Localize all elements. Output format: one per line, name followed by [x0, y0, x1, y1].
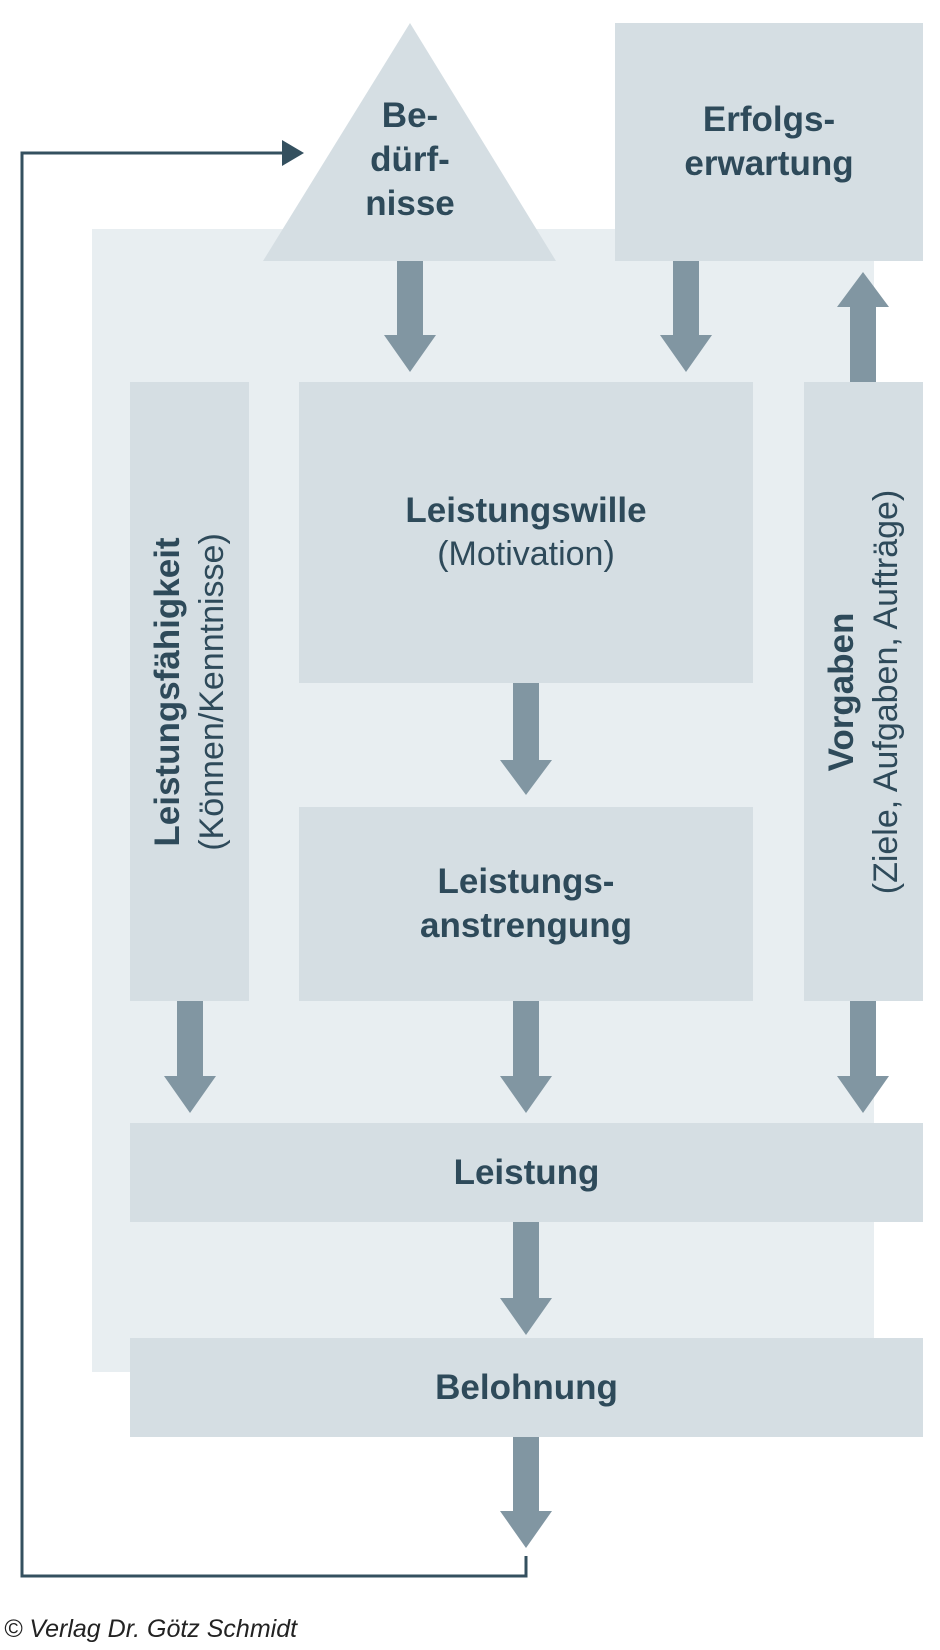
- arrow-erfolg-to-wille: [660, 261, 712, 372]
- leistungsfaehigkeit-title: Leistungsfähigkeit: [147, 536, 187, 847]
- vorgaben-subtitle: (Ziele, Aufgaben, Aufträge): [866, 489, 905, 894]
- vorgaben-label: Vorgaben (Ziele, Aufgaben, Aufträge): [820, 489, 908, 893]
- beduerfnisse-line: Be-: [381, 96, 439, 135]
- arrow-beduerfnisse-to-wille: [384, 261, 436, 372]
- belohnung-label: Belohnung: [435, 1367, 618, 1407]
- arrow-belohnung-out: [500, 1437, 552, 1548]
- vorgaben-title: Vorgaben: [821, 612, 861, 771]
- leistungswille-title: Leistungswille: [405, 490, 647, 530]
- erfolgserwartung-line: erwartung: [684, 144, 854, 183]
- beduerfnisse-line: nisse: [365, 183, 455, 223]
- arrow-wille-to-anstrengung: [500, 683, 552, 795]
- vorgaben-box: Vorgaben (Ziele, Aufgaben, Aufträge): [804, 382, 923, 1001]
- leistungswille-subtitle: (Motivation): [437, 535, 615, 574]
- arrow-vorgaben-to-leistung: [837, 1001, 889, 1113]
- erfolgserwartung-box: Erfolgs- erwartung: [615, 23, 923, 261]
- arrow-anstrengung-to-leistung: [500, 1001, 552, 1113]
- leistungsanstrengung-box: Leistungs- anstrengung: [299, 807, 753, 1001]
- leistung-label: Leistung: [453, 1152, 600, 1192]
- leistungsanstrengung-line: Leistungs-: [437, 862, 615, 902]
- beduerfnisse-label: Be- dürf- nisse: [330, 94, 490, 225]
- beduerfnisse-triangle: [263, 23, 556, 261]
- arrow-vorgaben-to-erfolg: [837, 272, 889, 382]
- leistungsfaehigkeit-label: Leistungsfähigkeit (Können/Kenntnisse): [146, 533, 234, 851]
- arrow-leistung-to-belohnung: [500, 1222, 552, 1335]
- leistungswille-box: Leistungswille (Motivation): [299, 382, 753, 683]
- beduerfnisse-line: dürf-: [370, 139, 450, 179]
- feedback-loop-line: [20, 151, 528, 1578]
- belohnung-box: Belohnung: [130, 1338, 923, 1437]
- leistung-box: Leistung: [130, 1123, 923, 1222]
- copyright-notice: © Verlag Dr. Götz Schmidt: [4, 1615, 298, 1643]
- feedback-arrowhead: [282, 140, 304, 166]
- leistungsanstrengung-line: anstrengung: [420, 906, 632, 945]
- leistungsfaehigkeit-box: Leistungsfähigkeit (Können/Kenntnisse): [130, 382, 249, 1001]
- leistungsfaehigkeit-subtitle: (Können/Kenntnisse): [192, 532, 231, 851]
- erfolgserwartung-line: Erfolgs-: [702, 100, 836, 140]
- arrow-faehigkeit-to-leistung: [164, 1001, 216, 1113]
